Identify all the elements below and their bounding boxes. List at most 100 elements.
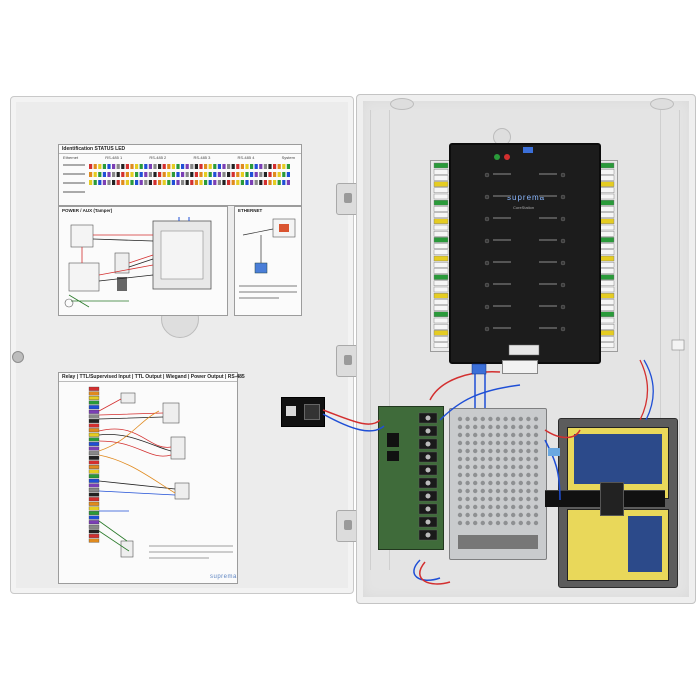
psu-vent-hole	[480, 440, 485, 446]
led-swatch	[102, 180, 106, 185]
power-supply-unit	[449, 408, 547, 560]
terminal-strip-right-pins	[599, 162, 615, 349]
led-swatch	[268, 180, 272, 185]
led-swatch	[102, 164, 106, 169]
psu-vent-hole	[503, 504, 508, 510]
psu-vent-hole	[511, 488, 516, 494]
led-swatch	[112, 180, 116, 185]
terminal-pin	[433, 212, 449, 218]
led-group-header: RS-485 2	[149, 155, 167, 160]
led-swatch	[93, 180, 97, 185]
power-wiring-diagram	[64, 217, 212, 308]
psu-vent-hole	[526, 464, 531, 470]
psu-vent-hole	[518, 464, 523, 470]
terminal-pin	[433, 218, 449, 224]
io-terminal	[88, 423, 100, 428]
led-swatch	[231, 172, 235, 177]
psu-vent-hole	[480, 496, 485, 502]
controller-led	[484, 282, 490, 288]
led-swatch	[250, 180, 254, 185]
led-swatch	[236, 164, 240, 169]
psu-vent-hole	[488, 512, 493, 518]
led-swatch	[268, 172, 272, 177]
led-swatch	[167, 180, 171, 185]
psu-vent-hole	[518, 424, 523, 430]
psu-vent-hole	[488, 440, 493, 446]
controller-led-label	[493, 283, 511, 285]
psu-vent-hole	[518, 496, 523, 502]
psu-vent-hole	[518, 440, 523, 446]
psu-vent-hole	[518, 448, 523, 454]
psu-vent-hole	[533, 456, 539, 462]
led-swatch	[135, 164, 139, 169]
psu-vent-hole	[533, 512, 539, 518]
led-swatch	[204, 172, 208, 177]
led-swatch	[93, 164, 97, 169]
psu-vent-hole	[511, 480, 516, 486]
io-wiring-card: Relay | TTL/Supervised Input | TTL Outpu…	[58, 372, 245, 584]
led-group-header: RS-485 3	[193, 155, 211, 160]
psu-vent-hole	[503, 472, 508, 478]
led-swatch	[135, 180, 139, 185]
psu-vent-hole	[533, 488, 539, 494]
psu-vent-hole	[480, 448, 485, 454]
psu-vent-hole	[465, 464, 470, 470]
io-terminal	[88, 460, 100, 465]
psu-vent-hole	[465, 504, 470, 510]
led-swatch	[277, 180, 281, 185]
controller-led-label	[493, 217, 511, 219]
led-swatch	[171, 180, 175, 185]
led-swatch	[231, 164, 235, 169]
psu-vent-hole	[533, 472, 539, 478]
psu-vent-hole	[526, 416, 531, 422]
controller-led-label	[493, 173, 511, 175]
terminal-pin	[433, 230, 449, 237]
led-swatch	[227, 164, 231, 169]
led-swatch	[112, 172, 116, 177]
psu-vent-hole	[465, 456, 470, 462]
corestation-controller: suprema CoreStation	[449, 143, 601, 364]
psu-vent-hole	[480, 480, 485, 486]
battery-side-label	[567, 509, 669, 581]
led-swatch	[185, 172, 189, 177]
psu-vent-hole	[503, 432, 508, 438]
psu-vent-hole	[518, 520, 523, 526]
psu-vent-hole	[473, 416, 478, 422]
led-swatch	[125, 180, 129, 185]
controller-led-label	[493, 305, 511, 307]
psu-vent-hole	[457, 456, 463, 462]
terminal-pin	[433, 206, 449, 212]
led-swatch	[286, 180, 290, 185]
controller-led-label	[539, 305, 557, 307]
psu-vent-hole	[533, 504, 539, 510]
led-swatch	[277, 172, 281, 177]
psu-vent-hole	[473, 512, 478, 518]
psu-vent-hole	[465, 424, 470, 430]
pcb-terminal-screw	[425, 480, 431, 486]
led-swatch	[199, 180, 203, 185]
ethernet-title: ETHERNET	[238, 208, 263, 213]
controller-led	[484, 194, 490, 200]
io-terminal	[88, 396, 100, 400]
psu-vent-hole	[495, 456, 501, 462]
led-swatch	[222, 172, 226, 177]
led-swatch	[254, 172, 258, 177]
led-swatch	[240, 164, 244, 169]
terminal-strip-left-pins	[433, 162, 449, 349]
led-swatch	[139, 164, 143, 169]
led-swatch	[199, 172, 203, 177]
led-swatch	[130, 164, 134, 169]
io-wiring-diagram	[88, 386, 233, 559]
led-swatch	[89, 180, 93, 185]
led-swatch	[227, 180, 231, 185]
controller-led	[560, 326, 566, 332]
ethernet-diagram	[239, 218, 297, 299]
io-terminal	[88, 534, 100, 538]
led-swatch	[222, 180, 226, 185]
pcb-terminal-screw	[425, 493, 431, 499]
led-swatch	[176, 172, 180, 177]
ethernet-card: ETHERNET	[234, 206, 302, 316]
led-swatch	[139, 180, 143, 185]
led-row-label	[63, 164, 85, 166]
terminal-pin	[433, 193, 449, 200]
